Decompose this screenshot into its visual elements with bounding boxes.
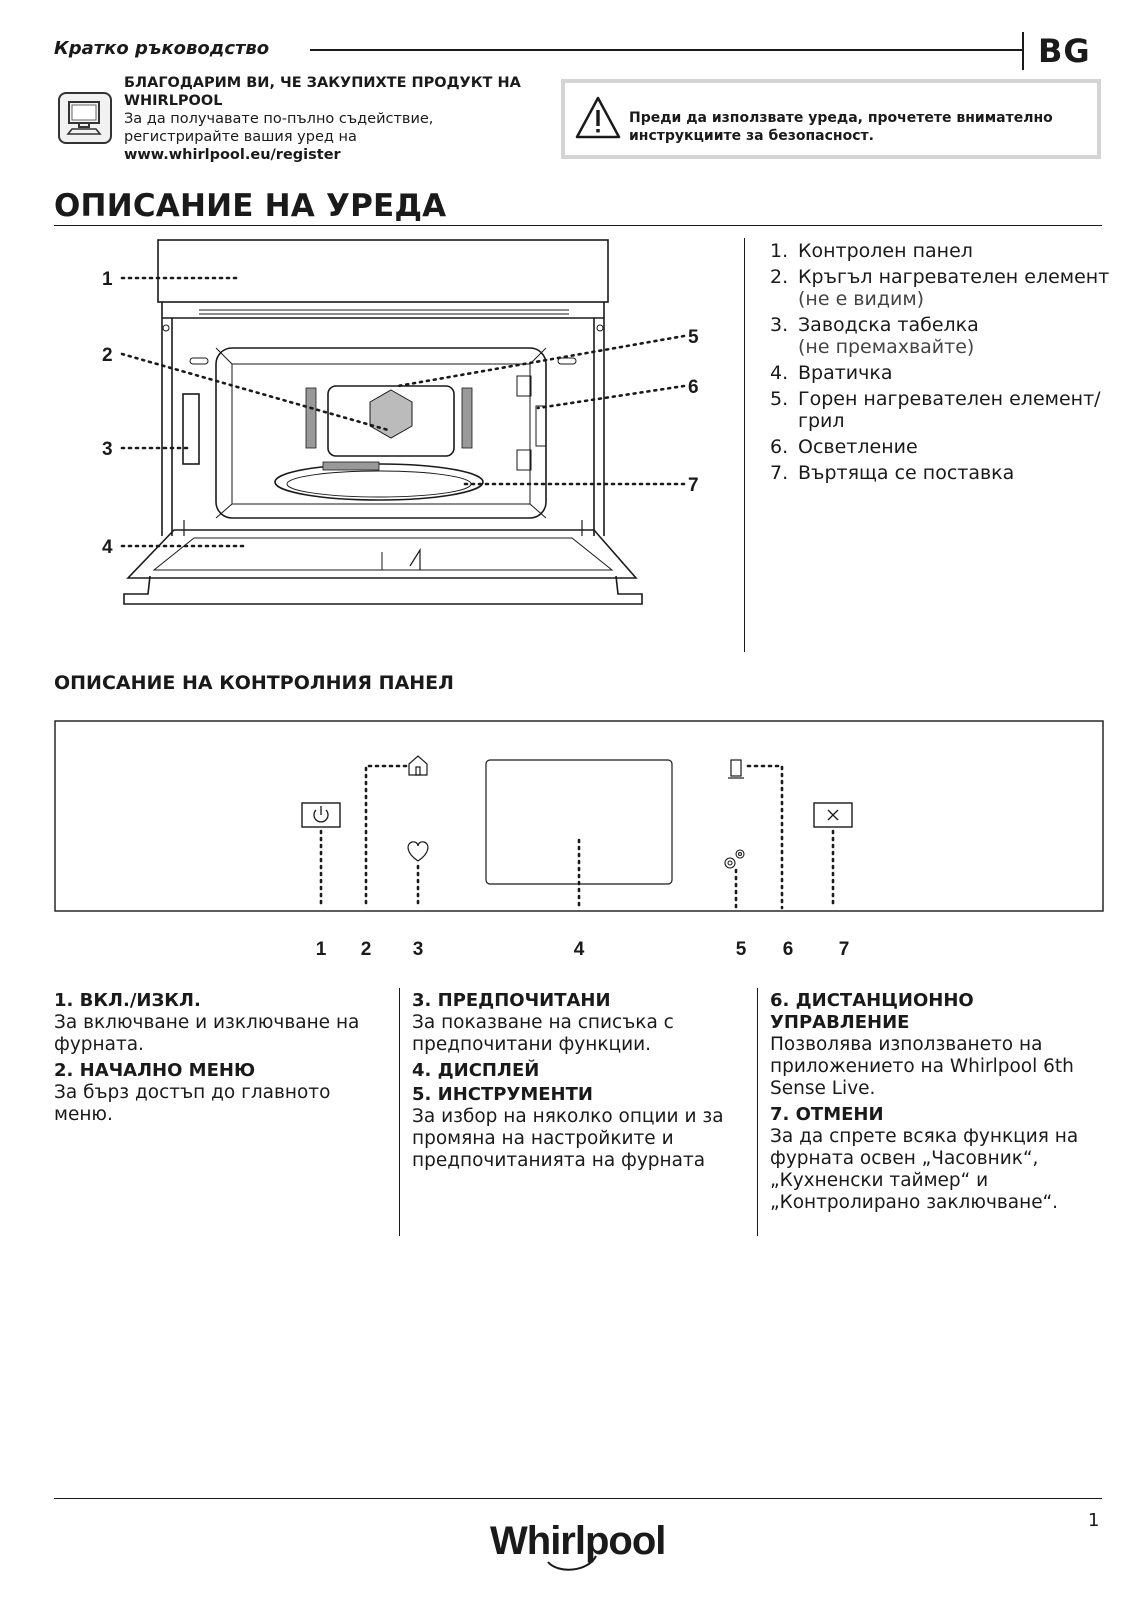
panel-callout: 2 [361,939,372,960]
warning-line-2: инструкциите за безопасност. [629,128,874,144]
feature-heading: 6. ДИСТАНЦИОННО УПРАВЛЕНИЕ [770,990,974,1033]
part-label: Осветление [798,436,918,458]
appliance-callout: 5 [688,327,699,348]
feature-text: За да спрете всяка функция на фурната ос… [770,1126,1079,1213]
whirlpool-logo: Whirlpool [490,1519,666,1571]
part-number: 2. [770,266,789,288]
feature-heading: 2. НАЧАЛНО МЕНЮ [54,1060,256,1081]
feature-text: Позволява използването на приложението н… [770,1034,1074,1099]
header-divider [1022,32,1024,70]
parts-list-item: 2. Кръгъл нагревателен елемент(не е видим… [770,266,1110,310]
safety-warning-text: Преди да използвате уреда, прочетете вни… [629,109,1079,145]
register-url[interactable]: www.whirlpool.eu/register [124,147,341,163]
oven-diagram: 1 2 3 4 5 6 7 [102,239,699,605]
appliance-callout: 3 [102,439,113,460]
feature-heading: 4. ДИСПЛЕЙ [412,1060,540,1081]
feature-heading: 7. ОТМЕНИ [770,1104,884,1125]
page-number: 1 [1088,1510,1100,1531]
part-number: 7. [770,462,789,484]
control-panel-section-title: ОПИСАНИЕ НА КОНТРОЛНИЯ ПАНЕЛ [54,672,454,694]
section-rule [54,225,1102,226]
header-rule [310,49,1022,51]
warning-icon [575,96,621,139]
feature-text: За включване и изключване на фурната. [54,1012,360,1055]
appliance-callout: 1 [102,269,113,290]
computer-icon [58,92,112,144]
home-icon [408,755,428,776]
display-screen [485,759,673,885]
appliance-callout: 7 [688,475,699,496]
part-label: Заводска табелка [798,314,979,336]
support-line: За да получавате по-пълно съдействие, [124,111,434,127]
feature-text: За избор на няколко опции и за промяна н… [412,1106,724,1171]
svg-text:Whirlpool: Whirlpool [490,1519,665,1563]
remote-control-icon [728,759,744,779]
part-label: Горен нагревателен елемент/ грил [798,388,1101,432]
tools-icon [724,849,745,869]
feature-text: За показване на списъка с предпочитани ф… [412,1012,674,1055]
part-number: 6. [770,436,789,458]
footer-rule [54,1498,1102,1499]
description-column-3: 6. ДИСТАНЦИОННО УПРАВЛЕНИЕ Позволява изп… [770,988,1110,1218]
description-column-2: 3. ПРЕДПОЧИТАНИ За показване на списъка … [412,988,732,1176]
control-panel-diagram: 1 2 3 4 5 6 7 [54,720,1104,960]
panel-callout: 4 [574,939,585,960]
warning-line-1: Преди да използвате уреда, прочетете вни… [629,110,1053,126]
register-line: регистрирайте вашия уред на [124,129,357,145]
panel-callout: 6 [783,939,794,960]
part-note: (не премахвайте) [798,336,975,358]
appliance-section-title: ОПИСАНИЕ НА УРЕДА [54,188,447,224]
part-number: 3. [770,314,789,336]
part-label: Контролен панел [798,240,973,262]
brand-line: WHIRLPOOL [124,93,223,109]
part-number: 5. [770,388,789,410]
feature-text: За бърз достъп до главното меню. [54,1082,331,1125]
thanks-line: БЛАГОДАРИМ ВИ, ЧЕ ЗАКУПИХТЕ ПРОДУКТ НА [124,75,521,91]
column-divider [399,988,400,1236]
registration-text: БЛАГОДАРИМ ВИ, ЧЕ ЗАКУПИХТЕ ПРОДУКТ НА W… [124,74,534,164]
panel-callout: 5 [736,939,747,960]
language-code: BG [1038,32,1091,70]
parts-list-item: 6. Осветление [770,436,1110,458]
panel-callout: 7 [839,939,850,960]
description-column-1: 1. ВКЛ./ИЗКЛ. За включване и изключване … [54,988,374,1130]
appliance-callout: 6 [688,377,699,398]
part-number: 4. [770,362,789,384]
appliance-callout: 2 [102,345,113,366]
column-divider [744,238,745,652]
cancel-icon [813,802,853,828]
part-label: Вратичка [798,362,893,384]
parts-list-item: 1. Контролен панел [770,240,1110,262]
feature-heading: 5. ИНСТРУМЕНТИ [412,1084,593,1105]
power-icon [301,802,341,828]
part-note: (не е видим) [798,288,925,310]
feature-heading: 1. ВКЛ./ИЗКЛ. [54,990,201,1011]
parts-list-item: 3. Заводска табелка(не премахвайте) [770,314,1110,358]
document-title: Кратко ръководство [54,38,270,59]
safety-warning-box: Преди да използвате уреда, прочетете вни… [561,79,1101,159]
parts-list-item: 5. Горен нагревателен елемент/ грил [770,388,1110,432]
panel-callout: 3 [413,939,424,960]
feature-heading: 3. ПРЕДПОЧИТАНИ [412,990,611,1011]
parts-list: 1. Контролен панел 2. Кръгъл нагревателен … [770,240,1110,488]
appliance-callout: 4 [102,537,113,558]
parts-list-item: 4. Вратичка [770,362,1110,384]
oven-control-panel [157,239,609,303]
part-number: 1. [770,240,789,262]
part-label: Въртяща се поставка [798,462,1015,484]
parts-list-item: 7. Въртяща се поставка [770,462,1110,484]
heart-icon [407,841,429,862]
panel-callout: 1 [316,939,327,960]
part-label: Кръгъл нагревателен елемент [798,266,1110,288]
column-divider [757,988,758,1236]
